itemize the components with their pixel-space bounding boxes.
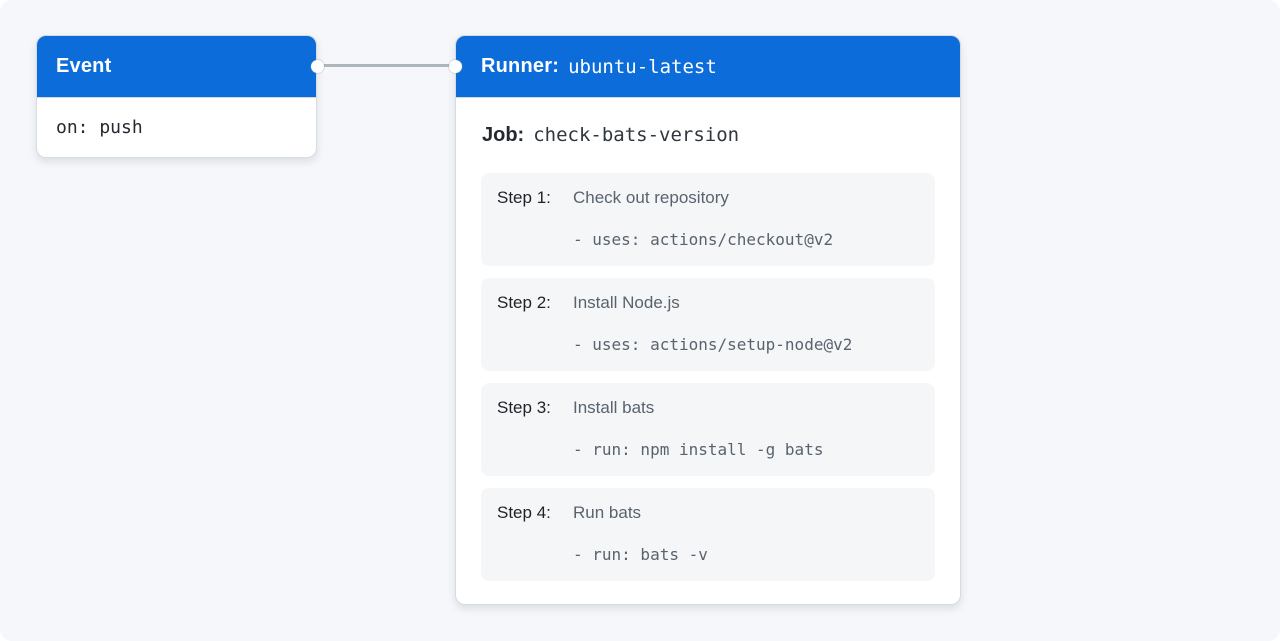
event-card: Event on: push	[36, 35, 317, 158]
runner-title-label: Runner:	[481, 55, 560, 77]
step-label: Step 2:	[497, 293, 551, 312]
connector-dot-right	[448, 59, 462, 73]
step-card-1: Step 1: Check out repository - uses: act…	[481, 173, 935, 266]
event-title: Event	[56, 55, 112, 77]
job-label: Job:	[482, 123, 525, 146]
runner-title-value: ubuntu-latest	[568, 55, 717, 78]
step-code: - uses: actions/checkout@v2	[573, 230, 834, 249]
step-card-2: Step 2: Install Node.js - uses: actions/…	[481, 278, 935, 371]
step-label: Step 4:	[497, 503, 551, 522]
step-card-4: Step 4: Run bats - run: bats -v	[481, 488, 935, 581]
job-value: check-bats-version	[533, 124, 740, 146]
step-code: - run: npm install -g bats	[573, 440, 824, 459]
step-line: Step 4: Run bats	[497, 501, 919, 525]
step-label: Step 3:	[497, 398, 551, 417]
step-title: Run bats	[573, 503, 642, 522]
runner-card: Runner: ubuntu-latest Job: check-bats-ve…	[455, 35, 961, 605]
step-title: Check out repository	[573, 188, 729, 207]
steps-list: Step 1: Check out repository - uses: act…	[456, 172, 960, 581]
event-trigger-value: on: push	[56, 117, 143, 138]
job-line: Job: check-bats-version	[456, 98, 960, 172]
step-code: - uses: actions/setup-node@v2	[573, 335, 853, 354]
step-code: - run: bats -v	[573, 545, 708, 564]
event-card-header: Event	[37, 36, 316, 98]
step-card-3: Step 3: Install bats - run: npm install …	[481, 383, 935, 476]
connector-line	[317, 64, 455, 67]
step-line: Step 3: Install bats	[497, 396, 919, 420]
step-line: Step 1: Check out repository	[497, 186, 919, 210]
runner-card-header: Runner: ubuntu-latest	[456, 36, 960, 98]
step-title: Install Node.js	[573, 293, 680, 312]
connector-dot-left	[310, 59, 324, 73]
step-line: Step 2: Install Node.js	[497, 291, 919, 315]
step-title: Install bats	[573, 398, 655, 417]
step-label: Step 1:	[497, 188, 551, 207]
